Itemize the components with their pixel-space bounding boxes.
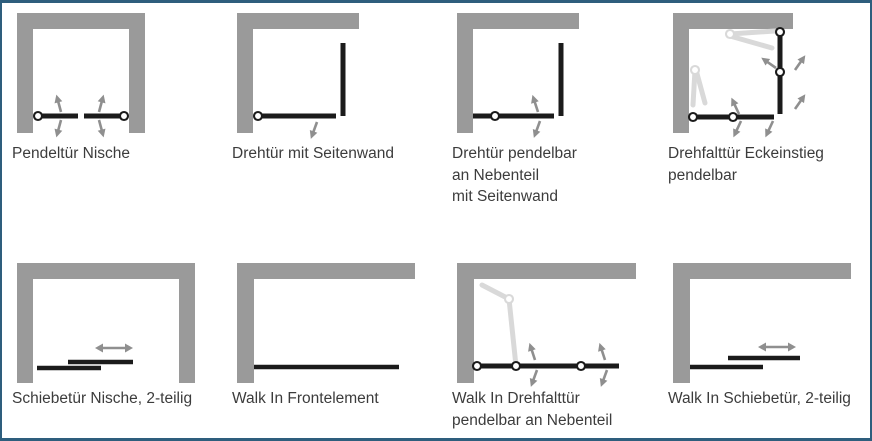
- swing-arrow-icon: [529, 369, 539, 387]
- hinge-dot: [727, 111, 739, 123]
- swing-arrow-icon: [793, 94, 806, 110]
- wall-left: [17, 13, 33, 133]
- swing-arrow-icon: [731, 97, 741, 115]
- folded-door-ghost: [727, 28, 778, 37]
- slide-arrow-icon: [758, 342, 796, 352]
- hinge-dot: [32, 110, 44, 122]
- wall-left: [17, 263, 33, 383]
- diagram-drehfalttuer-eckeinstieg: [673, 13, 806, 138]
- hinge-dot: [118, 110, 130, 122]
- wall-left: [237, 263, 254, 383]
- folded-door-ghost: [479, 282, 512, 302]
- wall-left: [457, 13, 473, 133]
- swing-arrow-icon: [528, 342, 537, 361]
- swing-arrow-icon: [761, 57, 777, 70]
- swing-arrow-icon: [531, 94, 540, 113]
- swing-arrow-icon: [733, 120, 743, 138]
- swing-arrow-icon: [599, 369, 609, 387]
- wall-left: [237, 13, 253, 133]
- hinge-dot: [471, 360, 483, 372]
- wall-top: [673, 263, 851, 279]
- panel-label: Drehtür mit Seitenwand: [232, 145, 394, 162]
- panel-pendeltuer-nische[interactable]: Pendeltür Nische: [12, 13, 224, 162]
- swing-arrow-icon: [793, 55, 806, 71]
- panel-drehtuer-mit-seitenwand[interactable]: Drehtür mit Seitenwand: [232, 13, 444, 162]
- swing-arrow-icon: [765, 120, 775, 138]
- swing-arrow-icon: [309, 121, 319, 139]
- wall-left: [673, 263, 690, 383]
- wall-right: [129, 13, 145, 133]
- wall-top: [237, 13, 359, 29]
- wall-top: [457, 263, 636, 279]
- diagram-pendeltuer-nische: [17, 13, 145, 138]
- wall-right: [179, 263, 195, 383]
- swing-arrow-icon: [54, 119, 63, 138]
- folded-door-ghost: [693, 67, 708, 106]
- folded-door-ghost: [690, 67, 698, 108]
- wall-left: [673, 13, 689, 133]
- diagram-schiebetuer-nische: [17, 263, 195, 383]
- swing-arrow-icon: [54, 94, 63, 113]
- hinge-dot: [774, 66, 786, 78]
- diagram-drehtuer-pendelbar: [457, 13, 579, 138]
- panel-drehtuer-pendelbar[interactable]: Drehtür pendelbar an Nebenteil mit Seite…: [452, 13, 664, 205]
- hinge-dot: [575, 360, 587, 372]
- panel-drehfalttuer-eckeinstieg[interactable]: Drehfalttür Eckeinstieg pendelbar: [668, 13, 872, 184]
- diagram-drehtuer-mit-seitenwand: [237, 13, 359, 139]
- panel-walk-in-frontelement[interactable]: Walk In Frontelement: [232, 263, 444, 407]
- ghost-hinge-dot: [503, 293, 515, 305]
- hinge-dot: [687, 111, 699, 123]
- panel-label: Schiebetür Nische, 2-teilig: [12, 390, 193, 407]
- panel-label: Walk In Schiebetür, 2-teilig: [668, 390, 851, 407]
- panel-schiebetuer-nische[interactable]: Schiebetür Nische, 2-teilig: [12, 263, 224, 407]
- panel-walk-in-schiebetuer[interactable]: Walk In Schiebetür, 2-teilig: [668, 263, 872, 407]
- wall-top: [673, 13, 793, 29]
- ghost-hinge-dot: [724, 28, 736, 40]
- folded-door-ghost: [727, 33, 775, 51]
- swing-arrow-icon: [598, 342, 607, 361]
- panel-label: Drehtür pendelbar an Nebenteil mit Seite…: [452, 145, 577, 205]
- panel-label: Drehfalttür Eckeinstieg pendelbar: [668, 145, 824, 184]
- panel-label: Walk In Frontelement: [232, 390, 379, 407]
- wall-top: [17, 13, 145, 29]
- swing-arrow-icon: [97, 119, 106, 138]
- hinge-dot: [774, 26, 786, 38]
- swing-arrow-icon: [97, 94, 106, 113]
- swing-arrow-icon: [532, 120, 542, 138]
- ghost-hinge-dot: [689, 64, 701, 76]
- hinge-dot: [489, 110, 501, 122]
- panel-label: Pendeltür Nische: [12, 145, 131, 162]
- panel-label: Walk In Drehfalttür pendelbar an Nebente…: [452, 390, 613, 429]
- folded-door-ghost: [506, 296, 519, 369]
- wall-top: [17, 263, 195, 279]
- hinge-dot: [510, 360, 522, 372]
- hinge-dot: [252, 110, 264, 122]
- panel-walk-in-drehfalttuer[interactable]: Walk In Drehfalttür pendelbar an Nebente…: [452, 263, 664, 429]
- diagram-walk-in-schiebetuer: [673, 263, 851, 383]
- diagram-walk-in-drehfalttuer: [457, 263, 636, 387]
- diagram-walk-in-frontelement: [237, 263, 415, 383]
- wall-left: [457, 263, 474, 383]
- wall-top: [237, 263, 415, 279]
- slide-arrow-icon: [95, 343, 133, 353]
- wall-top: [457, 13, 579, 29]
